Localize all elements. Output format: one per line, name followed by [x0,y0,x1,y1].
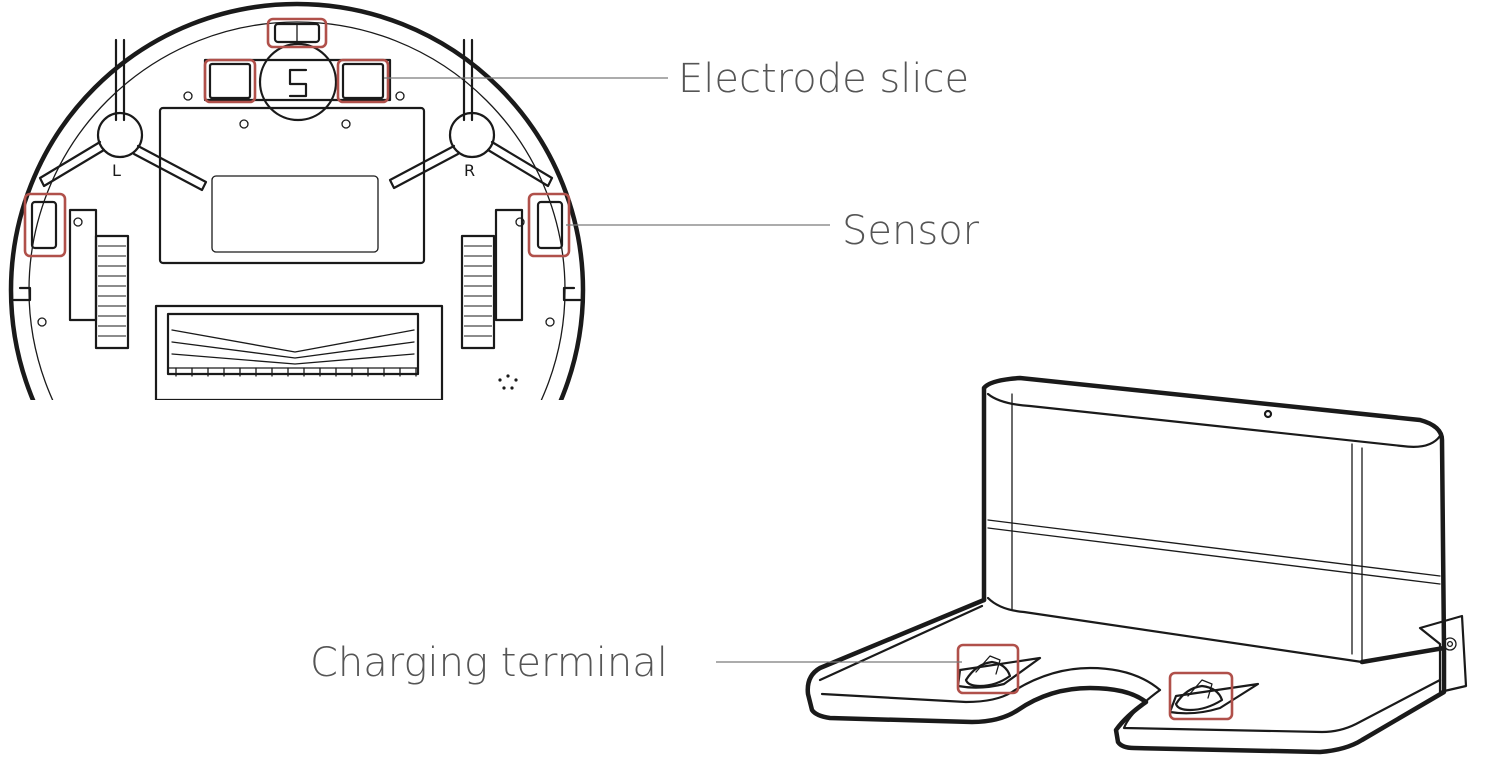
dock-side-port [1418,614,1468,694]
dock-tower-band [987,519,1441,585]
callout-sensor: Sensor [566,208,980,254]
left-brush-letter: L [112,161,121,180]
charging-terminal-label: Charging terminal [310,640,668,686]
left-cliff-sensor [30,200,58,250]
electrode-highlight-top [266,17,328,49]
robot-inner-rim [28,21,566,400]
battery-cover [158,106,426,265]
right-brush-arm [462,38,474,122]
dock-base-plate [805,597,1447,755]
right-side-brush [388,111,554,190]
right-charging-contact [1168,679,1260,715]
dock-tower [981,375,1447,651]
charging-dock [805,375,1468,755]
electrode-housing [203,58,392,102]
dock-tower-edges [1011,393,1363,663]
brush-comb [167,367,419,377]
right-notch [562,286,582,302]
battery-label [211,175,379,253]
right-cliff-sensor [536,200,564,250]
left-brush-arm [114,38,126,122]
left-notch [12,286,32,302]
right-drive-wheel [460,208,524,350]
robot-outer-shell [8,1,586,400]
caster-mark [288,68,308,98]
right-electrode-pad [341,62,385,100]
dock-tower-top [986,392,1442,448]
callout-charging: Charging terminal [310,640,962,686]
main-brush-bristles [171,329,415,365]
left-electrode-pad [208,62,252,100]
left-drive-wheel [68,208,130,350]
main-brush [166,312,420,376]
electrode-highlight-right [336,58,390,104]
callout-electrode: Electrode slice [384,56,969,102]
sensor-label: Sensor [842,208,980,254]
left-side-brush [38,111,208,192]
left-charging-contact [956,655,1042,689]
dock-tower-bottom [986,596,1364,664]
charging-highlight-right [1168,671,1234,721]
caster-wheel [258,42,338,122]
robot-underside: L R [8,1,586,400]
charging-highlight-left [956,643,1020,695]
electrode-slice-label: Electrode slice [678,56,969,102]
dock-indicator-hole [1263,409,1273,419]
speaker-grille [498,374,518,390]
right-brush-letter: R [464,161,475,180]
sensor-highlight-left [23,192,67,258]
robot-highlights [23,17,571,258]
screws [37,91,555,327]
main-brush-housing [154,304,444,400]
electrode-highlight-left [203,58,257,104]
